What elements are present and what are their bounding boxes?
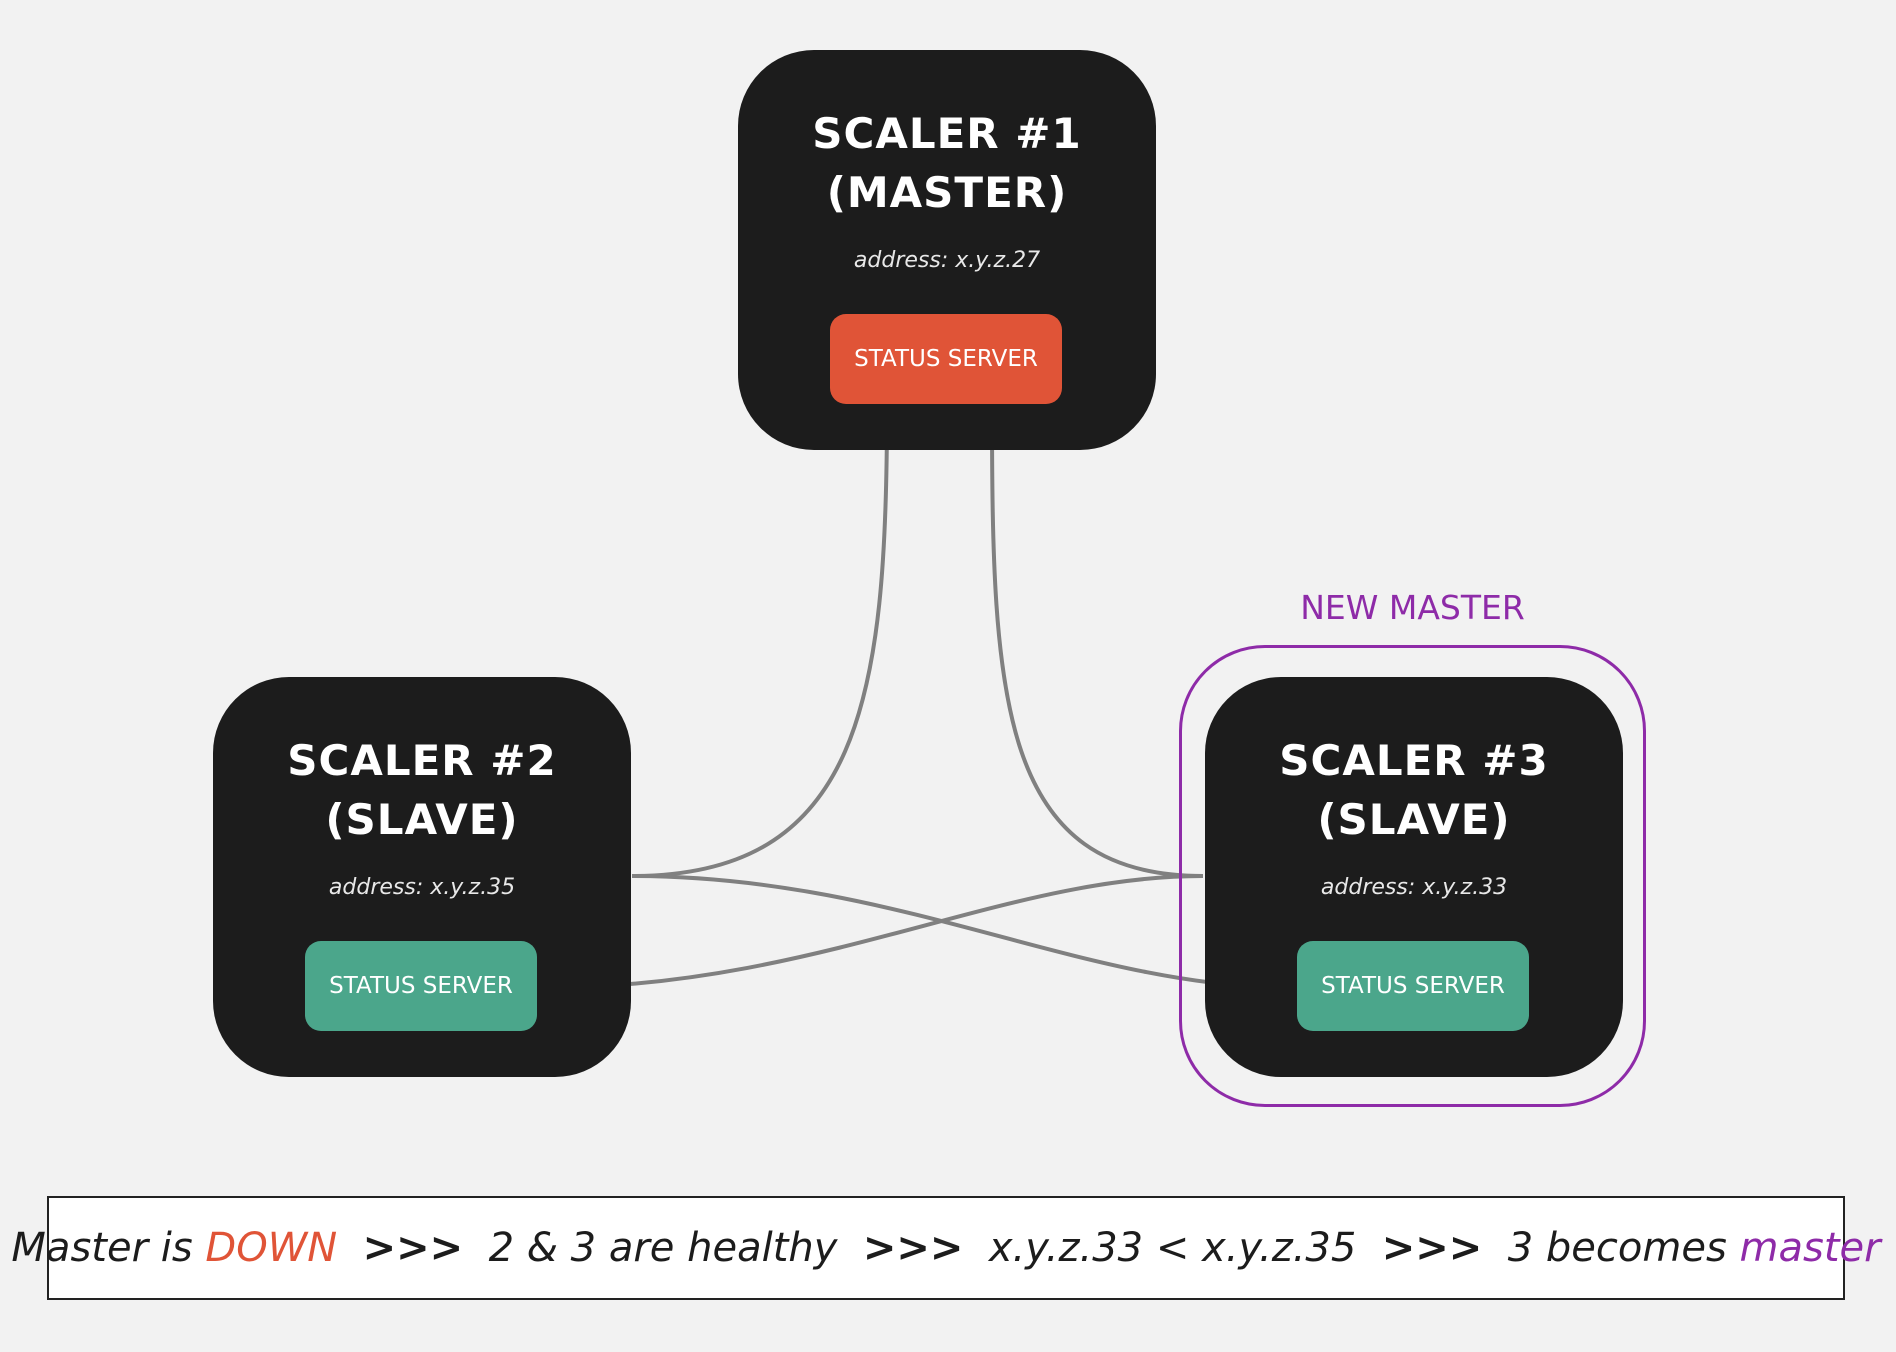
caption-down: DOWN bbox=[205, 1225, 338, 1271]
scaler-3-title: SCALER #3 (SLAVE) bbox=[1205, 731, 1623, 849]
scaler-1-address: address: x.y.z.27 bbox=[853, 248, 1041, 273]
scaler-2-title-line1: SCALER #2 bbox=[287, 736, 557, 785]
scaler-1-title: SCALER #1 (MASTER) bbox=[738, 104, 1156, 222]
caption-part1: Master is bbox=[11, 1225, 206, 1271]
caption-separator-3: >>> bbox=[1381, 1225, 1483, 1271]
scaler-3-status-server: STATUS SERVER bbox=[1297, 941, 1529, 1031]
connector-2-to-1 bbox=[631, 406, 896, 878]
scaler-3-title-line2: (SLAVE) bbox=[1317, 795, 1511, 844]
caption-part4-prefix: 3 becomes bbox=[1507, 1225, 1740, 1271]
connector-3-to-2 bbox=[538, 874, 1204, 997]
new-master-label: NEW MASTER bbox=[1300, 588, 1525, 627]
scaler-3-title-line1: SCALER #3 bbox=[1279, 736, 1549, 785]
new-master-frame bbox=[1179, 645, 1646, 1107]
scaler-2-title: SCALER #2 (SLAVE) bbox=[213, 731, 631, 849]
scaler-1-title-line2: (MASTER) bbox=[826, 168, 1068, 217]
scaler-1-title-line1: SCALER #1 bbox=[812, 109, 1082, 158]
connector-3-to-1 bbox=[983, 406, 1204, 878]
caption-separator-1: >>> bbox=[362, 1225, 464, 1271]
caption-part2: 2 & 3 are healthy bbox=[488, 1225, 838, 1271]
scaler-2-title-line2: (SLAVE) bbox=[325, 795, 519, 844]
caption-separator-2: >>> bbox=[862, 1225, 964, 1271]
scaler-1-node: SCALER #1 (MASTER) address: x.y.z.27 STA… bbox=[738, 50, 1156, 450]
scaler-2-address: address: x.y.z.35 bbox=[328, 875, 516, 900]
scaler-3-address: address: x.y.z.33 bbox=[1320, 875, 1508, 900]
scaler-2-status-server: STATUS SERVER bbox=[305, 941, 537, 1031]
caption-master: master bbox=[1739, 1225, 1881, 1271]
caption-box: Master is DOWN >>> 2 & 3 are healthy >>>… bbox=[11, 1196, 1881, 1300]
caption-part3: x.y.z.33 < x.y.z.35 bbox=[988, 1225, 1357, 1271]
scaler-3-node: SCALER #3 (SLAVE) address: x.y.z.33 STAT… bbox=[1205, 677, 1623, 1077]
scaler-1-status-server: STATUS SERVER bbox=[830, 314, 1062, 404]
scaler-2-node: SCALER #2 (SLAVE) address: x.y.z.35 STAT… bbox=[213, 677, 631, 1077]
